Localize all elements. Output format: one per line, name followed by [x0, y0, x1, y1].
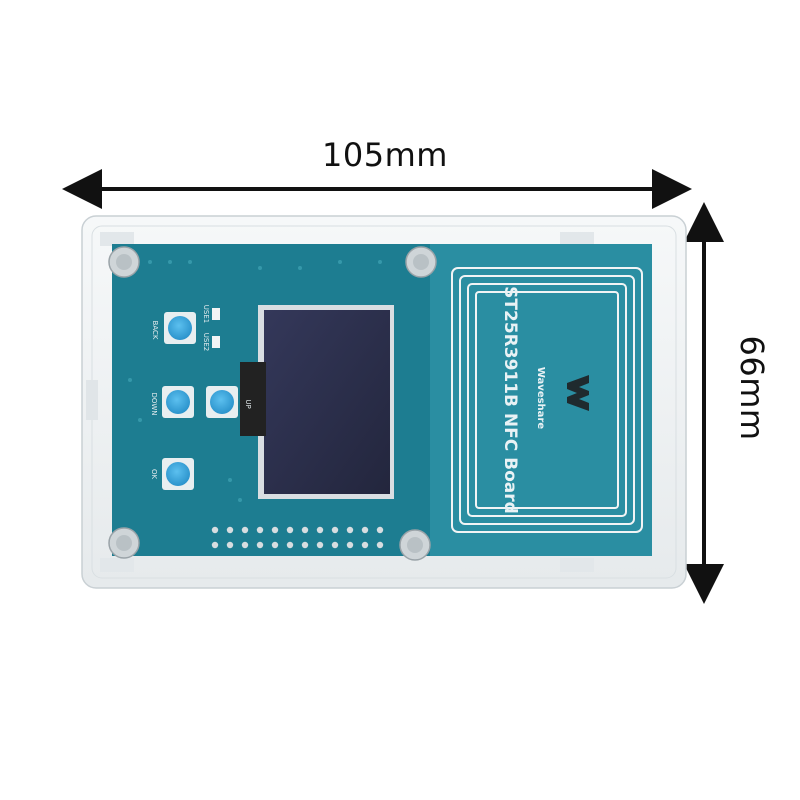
oled-display [240, 305, 394, 499]
button-ok[interactable] [162, 458, 194, 490]
label-use2: USE2 [202, 333, 210, 351]
nfc-antenna-coil [451, 267, 643, 533]
board-title: ST25R3911B NFC Board [500, 286, 520, 514]
brand-name: Waveshare [535, 367, 546, 429]
label-use1: USE1 [202, 305, 210, 323]
button-back[interactable] [164, 312, 196, 344]
width-dimension-label: 105mm [322, 136, 448, 174]
label-up: UP [244, 399, 252, 408]
label-back: BACK [151, 321, 159, 340]
label-down: DOWN [150, 392, 158, 415]
mounting-screws [108, 246, 437, 561]
waveshare-logo [567, 375, 589, 411]
label-ok: OK [150, 469, 158, 480]
button-down[interactable] [162, 386, 194, 418]
button-up[interactable] [206, 386, 238, 418]
